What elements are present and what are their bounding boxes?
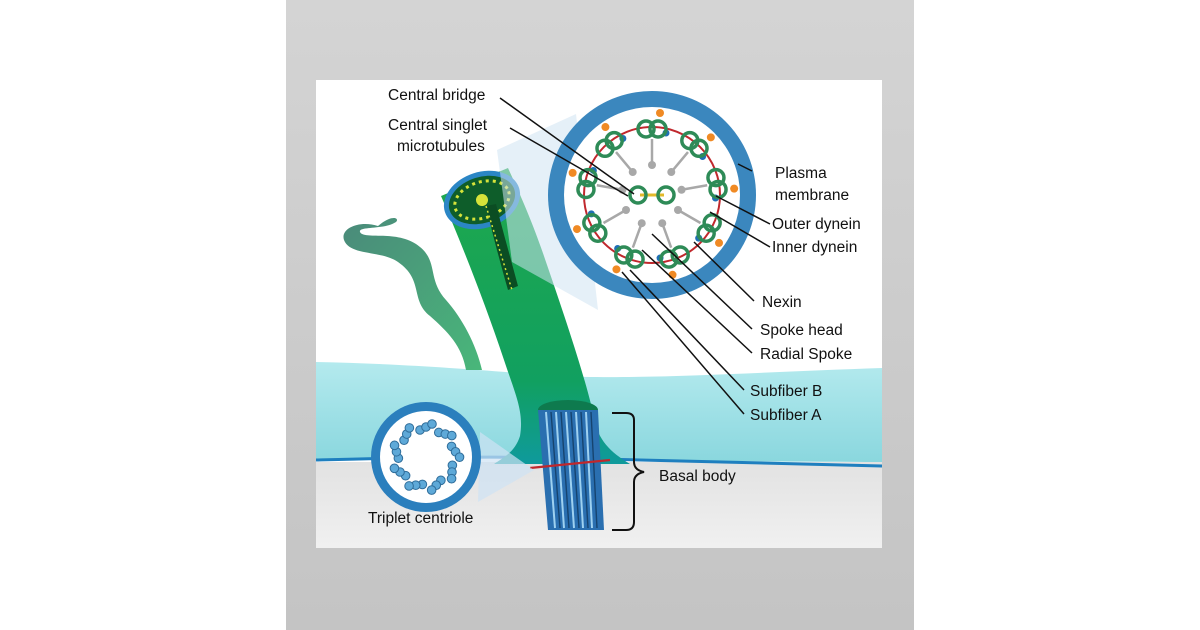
- subfiber-a: [576, 179, 596, 200]
- radial-spoke: [631, 222, 643, 249]
- spoke-head: [658, 219, 667, 228]
- label-spoke-head: Spoke head: [760, 322, 843, 339]
- triplet-microtubule: [427, 419, 437, 429]
- leader-lines: [499, 97, 771, 415]
- label-central-singlet-line1: Central singlet: [388, 117, 488, 134]
- triplet-microtubule: [447, 430, 457, 441]
- subfiber-a: [636, 119, 656, 139]
- spoke-head: [637, 219, 646, 228]
- radial-spoke: [681, 184, 708, 192]
- radial-spoke: [670, 151, 689, 173]
- spoke-head: [673, 206, 682, 214]
- subfiber-a: [706, 167, 726, 188]
- subfiber-b: [614, 245, 634, 265]
- label-plasma-line1: Plasma: [775, 165, 827, 182]
- label-plasma-line2: membrane: [775, 187, 849, 204]
- outer-dynein: [568, 168, 577, 177]
- label-radial-spoke: Radial Spoke: [760, 346, 852, 363]
- label-subfiber-a: Subfiber A: [750, 407, 822, 424]
- subfiber-a: [670, 245, 690, 265]
- subfiber-a: [625, 249, 645, 269]
- subfiber-b: [604, 130, 624, 151]
- axoneme-cross-section: [548, 91, 756, 299]
- label-triplet-centriole: Triplet centriole: [368, 510, 473, 527]
- outer-dynein: [715, 238, 724, 247]
- triplet-microtubule: [389, 440, 400, 451]
- label-central-bridge: Central bridge: [388, 87, 485, 104]
- triplet-microtubule: [426, 485, 437, 495]
- outer-dynein: [730, 184, 739, 193]
- outer-dynein: [656, 109, 664, 117]
- label-subfiber-b: Subfiber B: [750, 383, 822, 400]
- basal-body-cylinder: [529, 400, 611, 530]
- spoke-head: [667, 168, 676, 177]
- spoke-head: [648, 161, 656, 169]
- label-basal-body: Basal body: [659, 468, 736, 485]
- radial-spoke: [677, 208, 702, 225]
- triplet-microtubule: [404, 481, 414, 491]
- triplet-microtubule: [404, 423, 415, 433]
- outer-dynein: [572, 225, 581, 234]
- zoom-cone-bottom: [478, 432, 534, 502]
- label-outer-dynein: Outer dynein: [772, 216, 861, 233]
- triplet-microtubule: [454, 452, 465, 462]
- central-singlet: [656, 185, 676, 205]
- triplet-microtubule: [446, 473, 457, 484]
- basal-body-brace: [612, 412, 645, 531]
- radial-spoke: [615, 151, 634, 173]
- triplet-microtubule: [389, 463, 400, 474]
- subfiber-b: [689, 138, 709, 159]
- spoke-head: [677, 185, 686, 194]
- outer-dynein: [601, 123, 610, 132]
- outer-dynein: [612, 265, 621, 274]
- spoke-head: [622, 206, 631, 214]
- subfiber-b: [582, 213, 602, 233]
- subfiber-b: [648, 119, 668, 139]
- outer-dynein: [706, 133, 715, 142]
- subfiber-b: [696, 223, 716, 243]
- label-inner-dynein: Inner dynein: [772, 239, 857, 256]
- centriole-cross-section: [371, 402, 481, 512]
- flagellum: [343, 218, 482, 370]
- radial-spoke: [661, 222, 673, 249]
- cilium-cut-section: [443, 170, 521, 230]
- cilium-cutaway: [486, 204, 518, 290]
- cilium-shaft: [441, 168, 630, 464]
- radial-spoke: [596, 184, 623, 192]
- spoke-head: [628, 168, 637, 177]
- label-central-singlet-line2: microtubules: [397, 138, 485, 155]
- central-singlet: [628, 185, 648, 205]
- label-nexin: Nexin: [762, 294, 802, 311]
- radial-spoke: [602, 208, 627, 225]
